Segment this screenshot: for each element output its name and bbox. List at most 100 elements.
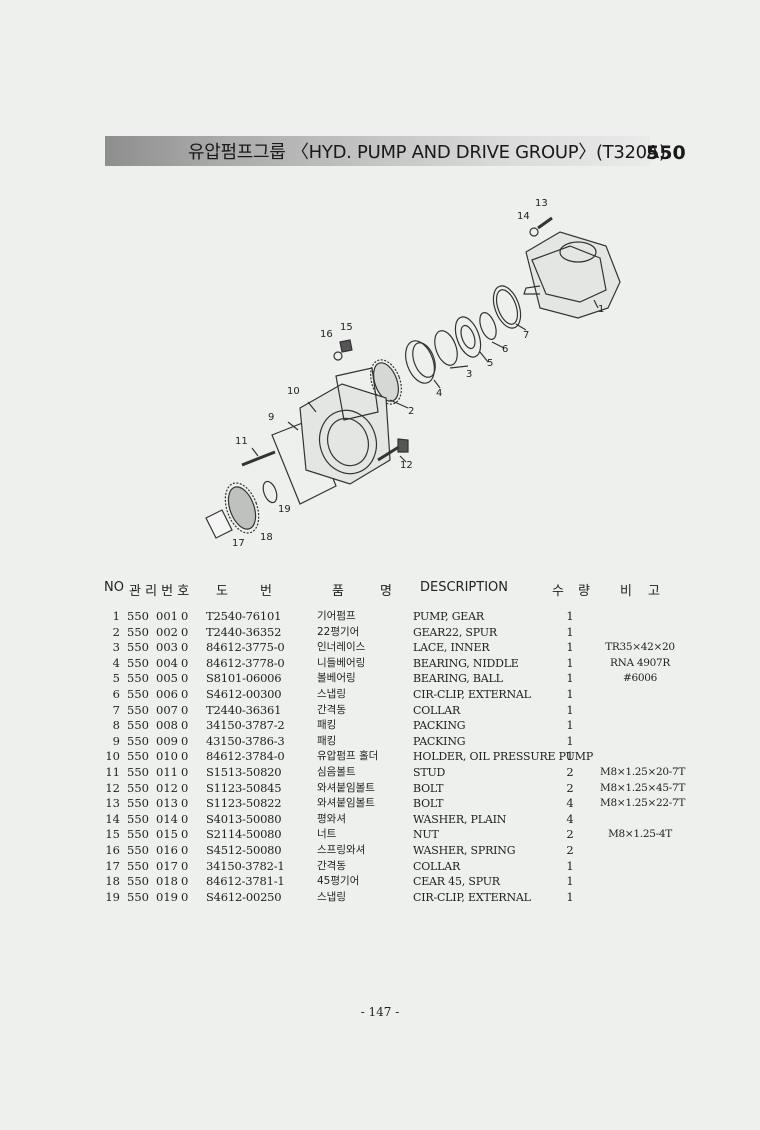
row-number: 16 bbox=[105, 842, 120, 857]
header-mgmt-no: 관 리 번 호 bbox=[129, 584, 190, 599]
row-number: 1 bbox=[112, 609, 120, 623]
group-code: 550 bbox=[127, 858, 149, 873]
group-code: 550 bbox=[127, 640, 149, 655]
table-header: NO 관 리 번 호 도 번 품 명 DESCRIPTION 수 량 비 고 bbox=[104, 580, 684, 602]
description: BOLT bbox=[413, 781, 444, 795]
row-number: 5 bbox=[112, 671, 120, 686]
part-number: S1513-50820 bbox=[206, 764, 282, 779]
revision: 0 bbox=[181, 858, 189, 873]
korean-name: 스냅링 bbox=[317, 890, 346, 903]
group-number: 550 bbox=[646, 142, 686, 164]
remarks: TR35×42×20 bbox=[605, 641, 675, 654]
quantity: 2 bbox=[566, 842, 574, 857]
row-number: 19 bbox=[105, 889, 120, 904]
group-code: 550 bbox=[127, 874, 149, 889]
serial-code: 012 bbox=[156, 780, 178, 795]
callout-13: 13 bbox=[535, 198, 548, 209]
header-remarks: 비 bbox=[620, 584, 632, 599]
revision: 0 bbox=[181, 874, 189, 889]
row-number: 14 bbox=[105, 811, 120, 826]
callout-10: 10 bbox=[287, 386, 300, 397]
part-number: S4612-00250 bbox=[206, 889, 282, 904]
serial-code: 003 bbox=[156, 640, 178, 655]
group-code: 550 bbox=[127, 702, 149, 717]
callout-9: 9 bbox=[268, 412, 274, 423]
korean-name: 와셔붙임볼트 bbox=[317, 781, 375, 794]
korean-name: 45평기어 bbox=[317, 875, 360, 888]
revision: 0 bbox=[181, 624, 189, 639]
group-code: 550 bbox=[127, 764, 149, 779]
revision: 0 bbox=[181, 609, 189, 623]
description: COLLAR bbox=[413, 703, 461, 717]
collar-17-drawing bbox=[205, 509, 233, 539]
remarks: M8×1.25×20-7T bbox=[600, 765, 686, 778]
group-code: 550 bbox=[127, 889, 149, 904]
part-number: T2440-36361 bbox=[206, 702, 282, 717]
description: COLLAR bbox=[413, 859, 461, 873]
group-code: 550 bbox=[127, 749, 149, 764]
quantity: 1 bbox=[566, 749, 574, 764]
group-code: 550 bbox=[127, 733, 149, 748]
serial-code: 017 bbox=[156, 858, 178, 873]
gear-pump-drawing bbox=[525, 231, 621, 319]
quantity: 1 bbox=[566, 640, 574, 655]
inner-race-drawing bbox=[434, 330, 458, 366]
quantity: 1 bbox=[566, 671, 574, 686]
quantity: 1 bbox=[566, 733, 574, 748]
korean-name: 유압펌프 홀더 bbox=[317, 750, 379, 763]
revision: 0 bbox=[181, 780, 189, 795]
quantity: 4 bbox=[566, 811, 574, 826]
callout-15: 15 bbox=[340, 322, 353, 333]
korean-name: 간격동 bbox=[317, 703, 346, 716]
quantity: 1 bbox=[566, 624, 574, 639]
header-no: NO bbox=[104, 580, 124, 595]
description: WASHER, SPRING bbox=[413, 843, 516, 857]
remarks: RNA 4907R bbox=[610, 656, 670, 669]
exploded-parts-diagram: 1 2 3 4 5 6 7 9 10 11 12 13 14 15 16 17 … bbox=[205, 198, 621, 549]
group-code: 550 bbox=[127, 827, 149, 842]
description: BEARING, NIDDLE bbox=[413, 656, 519, 670]
group-code: 550 bbox=[127, 671, 149, 686]
revision: 0 bbox=[181, 686, 189, 701]
callout-19: 19 bbox=[278, 504, 291, 515]
row-number: 2 bbox=[112, 624, 120, 639]
part-number: 84612-3784-0 bbox=[206, 749, 285, 764]
serial-code: 002 bbox=[156, 624, 178, 639]
packing-small-drawing bbox=[335, 367, 379, 421]
remarks: #6006 bbox=[622, 672, 658, 685]
washer-14-drawing bbox=[529, 227, 539, 237]
row-number: 4 bbox=[112, 655, 120, 670]
callout-5: 5 bbox=[487, 358, 493, 369]
row-number: 13 bbox=[105, 796, 120, 811]
quantity: 1 bbox=[566, 858, 574, 873]
serial-code: 007 bbox=[156, 702, 178, 717]
header-drawing: 도 bbox=[216, 584, 228, 599]
row-number: 6 bbox=[112, 686, 120, 701]
serial-code: 014 bbox=[156, 811, 178, 826]
row-number: 11 bbox=[105, 764, 120, 779]
part-number: 43150-3786-3 bbox=[206, 733, 285, 748]
callout-3: 3 bbox=[466, 369, 472, 380]
part-number: S4512-50080 bbox=[206, 842, 282, 857]
serial-code: 009 bbox=[156, 733, 178, 748]
holder-drawing bbox=[299, 383, 391, 485]
part-number: S2114-50080 bbox=[206, 827, 282, 842]
row-number: 9 bbox=[112, 733, 120, 748]
revision: 0 bbox=[181, 749, 189, 764]
page-title: 유압펌프그룹 〈HYD. PUMP AND DRIVE GROUP〉(T320A… bbox=[188, 142, 666, 163]
row-number: 15 bbox=[105, 827, 120, 842]
part-number: T2440-36352 bbox=[206, 624, 282, 639]
serial-code: 004 bbox=[156, 655, 178, 670]
description: PACKING bbox=[413, 734, 466, 748]
group-code: 550 bbox=[127, 842, 149, 857]
